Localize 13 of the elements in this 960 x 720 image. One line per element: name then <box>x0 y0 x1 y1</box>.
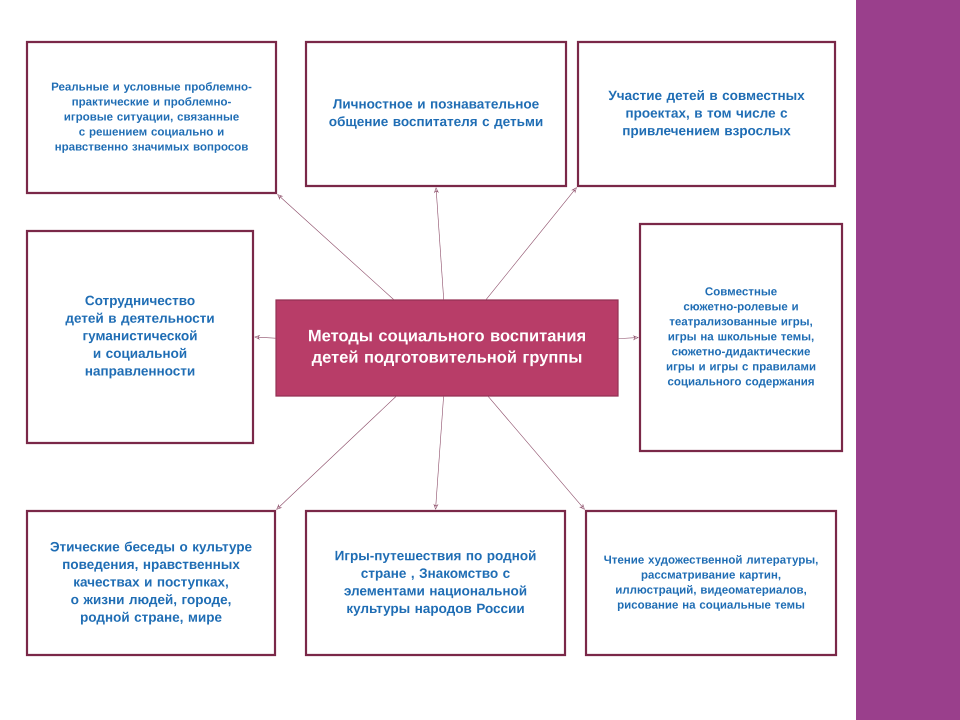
text-box: Реальные и условные проблемно-практические и проблемно-игровые ситуации, связанные с решением социально и нравственно значимых вопросов <box>26 40 278 194</box>
title-box: Методы социального воспитания детей подготовительной группы <box>275 299 619 397</box>
arrow <box>276 396 396 510</box>
arrow <box>277 194 394 300</box>
text-box: Сотрудничество детей в деятельности гуманистической и социальной направленности <box>26 230 254 444</box>
arrow <box>486 187 577 300</box>
text-box: Участие детей в совместных проектах, в том числе с привлечением взрослых <box>576 40 836 188</box>
text-box: Игры-путешествия по родной стране , Знакомство с элементами национальной культуры народов России <box>304 510 566 656</box>
text-box: Совместные сюжетно-ролевые и театрализованные игры, игры на школьные темы, сюжетно-дидактические игры и игры с правилами социального содержания <box>638 222 844 452</box>
arrow <box>488 396 585 510</box>
text-box: Личностное и познавательное общение воспитателя с детьми <box>304 40 568 188</box>
text-box: Чтение художественной литературы, рассматривание картин, иллюстраций, видеоматериалов, рисование на социальные темы <box>584 510 838 656</box>
text-box: Этические беседы о культуре поведения, нравственных качествах и поступках, о жизни людей, городе, родной стране, мире <box>26 510 276 656</box>
